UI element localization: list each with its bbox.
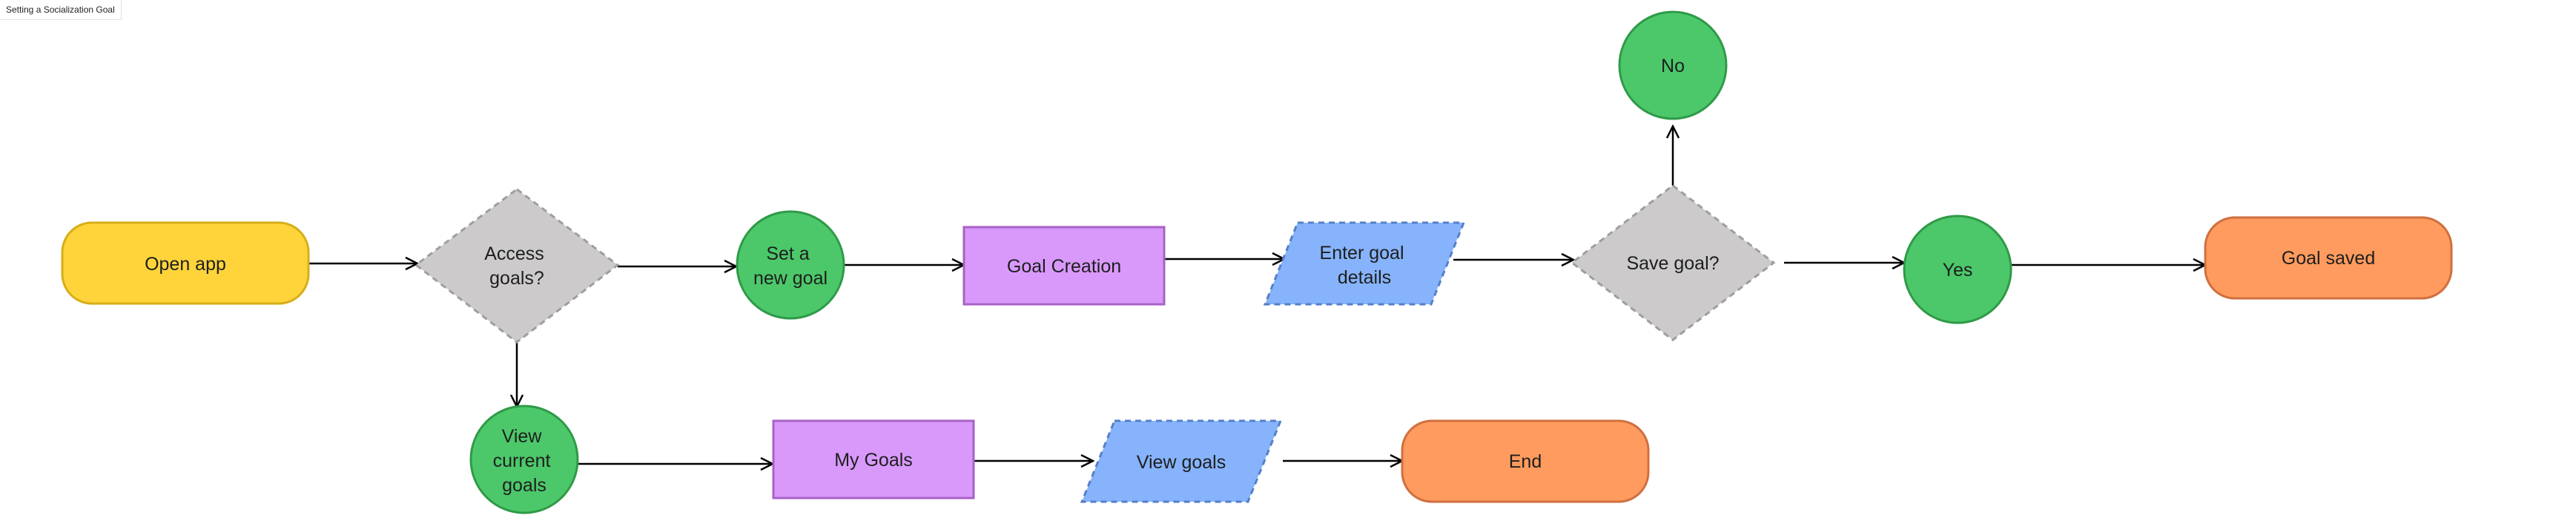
circle-shape	[1618, 10, 1728, 120]
node-access-goals[interactable]: Access goals?	[414, 188, 620, 344]
node-label: View current goals	[493, 426, 556, 496]
terminal-shape	[2204, 216, 2453, 300]
circle-shape	[1903, 214, 2012, 324]
node-label: Enter goal details	[1320, 243, 1410, 288]
node-view-goals[interactable]: View goals	[1080, 419, 1283, 503]
node-no[interactable]: No	[1618, 10, 1728, 120]
node-label: My Goals	[834, 450, 913, 471]
node-label: Goal Creation	[1007, 256, 1121, 277]
node-label: Yes	[1943, 260, 1973, 281]
node-save-goal[interactable]: Save goal?	[1570, 184, 1776, 341]
node-open-app[interactable]: Open app	[61, 221, 310, 305]
node-label: Set a new goal	[753, 243, 828, 289]
terminal-shape	[1401, 419, 1650, 503]
page-title: Setting a Socialization Goal	[0, 0, 122, 20]
node-label: Open app	[145, 254, 226, 275]
node-yes[interactable]: Yes	[1903, 214, 2012, 324]
process-shape	[962, 226, 1166, 306]
circle-shape	[469, 405, 579, 514]
decision-shape	[414, 188, 620, 344]
terminal-shape	[61, 221, 310, 305]
node-label: Access goals?	[484, 243, 549, 289]
node-label: No	[1661, 56, 1685, 76]
node-label: End	[1509, 451, 1542, 472]
node-label: Goal saved	[2282, 248, 2375, 269]
io-shape	[1263, 221, 1466, 306]
edges	[308, 126, 2205, 464]
node-my-goals[interactable]: My Goals	[772, 419, 975, 500]
node-goal-creation[interactable]: Goal Creation	[962, 226, 1166, 306]
node-enter-goal-details[interactable]: Enter goal details	[1263, 221, 1466, 306]
process-shape	[772, 419, 975, 500]
node-label: Save goal?	[1626, 253, 1719, 274]
circle-shape	[736, 210, 845, 320]
node-label: View goals	[1137, 452, 1226, 473]
node-view-current-goals[interactable]: View current goals	[469, 405, 579, 514]
decision-shape	[1570, 184, 1776, 341]
node-end[interactable]: End	[1401, 419, 1650, 503]
io-shape	[1080, 419, 1283, 503]
node-set-new-goal[interactable]: Set a new goal	[736, 210, 845, 320]
node-goal-saved[interactable]: Goal saved	[2204, 216, 2453, 300]
